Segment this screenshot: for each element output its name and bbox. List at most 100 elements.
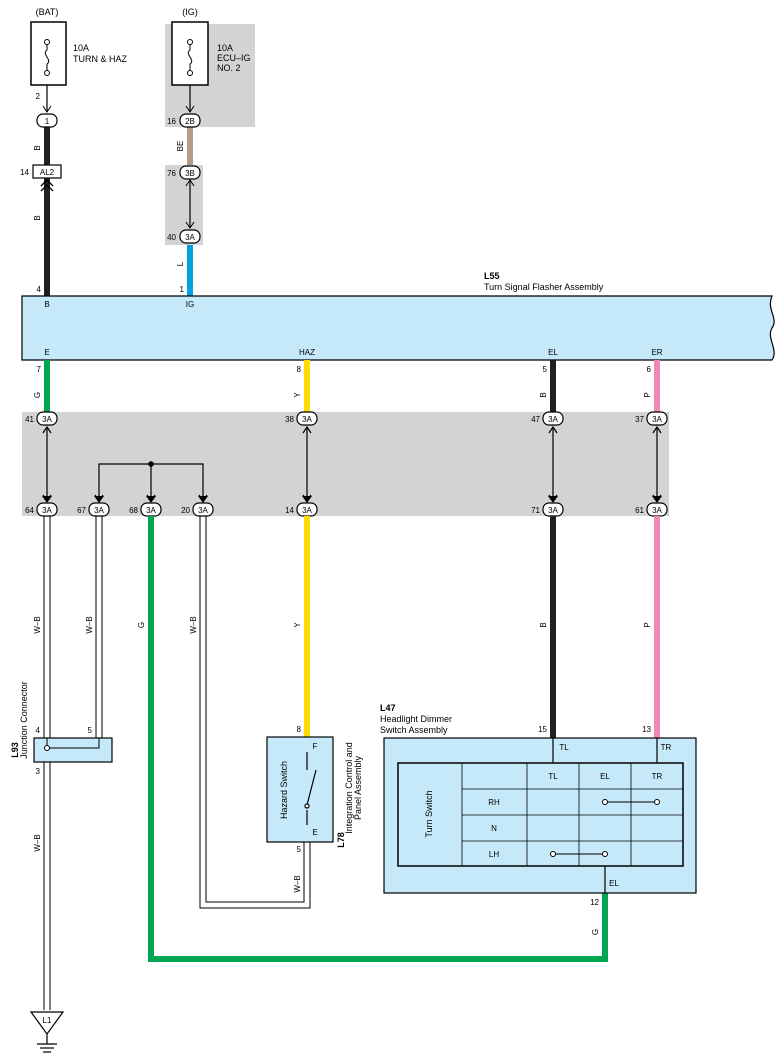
bat-fuse-amp: 10A <box>73 43 89 53</box>
table-row-rh: RH <box>488 798 500 807</box>
jb-bot-conn-14: 3A <box>302 506 312 515</box>
wire-label-61: P <box>643 622 652 627</box>
hazard-terminal-f: F <box>313 742 318 751</box>
ig-wire-label-2: L <box>176 261 185 266</box>
flasher-pin-haz: 8 <box>297 365 302 374</box>
al2-label: AL2 <box>40 168 55 177</box>
wire-label-el: B <box>539 392 548 397</box>
wire-label-71: B <box>539 622 548 627</box>
bat-connector <box>36 113 58 128</box>
bat-wire-label-2: B <box>33 215 42 220</box>
dimmer-terminal-el: EL <box>609 879 619 888</box>
bat-lead-arrow <box>42 105 52 113</box>
integration-panel-name-1: Integration Control and <box>344 742 354 834</box>
ig-source-label: (IG) <box>182 7 198 17</box>
jb-bot-pin-64: 64 <box>25 506 34 515</box>
junction-connector-pin-3: 3 <box>36 767 41 776</box>
bat-source-label: (BAT) <box>36 7 59 17</box>
dimmer-terminal-tr: TR <box>661 743 672 752</box>
dimmer-pin-tr: 13 <box>642 725 651 734</box>
bat-fuse-name: TURN & HAZ <box>73 54 128 64</box>
junction-connector-code: L93 <box>10 742 20 758</box>
table-row-lh: LH <box>489 850 499 859</box>
jb-bot-pin-14: 14 <box>285 506 294 515</box>
ig-inner-arrow-up <box>185 179 195 187</box>
wire-label-ground: W–B <box>33 834 42 851</box>
ig-connector-2b-label: 2B <box>185 117 195 126</box>
flasher-terminal-haz: HAZ <box>299 348 315 357</box>
jb-top-pin-38: 38 <box>285 415 294 424</box>
ig-wire-label-1: BE <box>176 141 185 152</box>
jb-bot-pin-61: 61 <box>635 506 644 515</box>
wire-67-wb <box>95 516 103 738</box>
flasher-terminal-er: ER <box>651 348 662 357</box>
ig-connector-3b-pin: 76 <box>167 169 176 178</box>
ig-connector-3b-label: 3B <box>185 169 195 178</box>
jb-top-conn-37: 3A <box>652 415 662 424</box>
jb-bot-conn-20: 3A <box>198 506 208 515</box>
flasher-terminal-ig: IG <box>186 300 194 309</box>
ig-fuse-amp: 10A <box>217 43 233 53</box>
continuity-lh <box>550 851 608 857</box>
bat-fuse-icon <box>44 39 50 76</box>
jb-bot-conn-68: 3A <box>146 506 156 515</box>
wire-label-68: G <box>137 622 146 628</box>
ig-connector-3a-pin: 40 <box>167 233 176 242</box>
jb-bot-conn-67: 3A <box>94 506 104 515</box>
dimmer-terminal-tl: TL <box>559 743 569 752</box>
junction-connector-dot <box>44 745 50 751</box>
ig-connector-3b <box>179 165 201 180</box>
jb-bot-pin-67: 67 <box>77 506 86 515</box>
turn-switch-grid <box>461 763 683 866</box>
ground-label: L1 <box>43 1016 52 1025</box>
wire-label-e: G <box>33 392 42 398</box>
flasher-pin-ig: 1 <box>180 285 185 294</box>
hazard-switch-name: Hazard Switch <box>279 761 289 819</box>
ig-fuse-icon <box>187 39 193 76</box>
junction-connector-pin-4: 4 <box>36 726 41 735</box>
table-header-tr: TR <box>652 772 663 781</box>
hazard-switch-contact <box>304 752 317 825</box>
integration-panel-code: L78 <box>336 832 346 848</box>
flasher-pin-el: 5 <box>543 365 548 374</box>
flasher-terminal-el: EL <box>548 348 558 357</box>
hazard-terminal-e: E <box>312 828 317 837</box>
ig-fuse-name-2: NO. 2 <box>217 63 241 73</box>
wire-68-g <box>148 516 608 962</box>
hazard-switch-body <box>266 736 334 843</box>
continuity-rh <box>602 799 660 805</box>
table-header-tl: TL <box>548 772 558 781</box>
ig-connector-3a <box>179 229 201 244</box>
turn-switch-name: Turn Switch <box>424 790 434 837</box>
jb-bot-pin-71: 71 <box>531 506 540 515</box>
jb-top-pin-37: 37 <box>635 415 644 424</box>
al2-connector <box>32 164 62 179</box>
turn-switch-table <box>397 762 684 867</box>
integration-panel-name-2: Panel Assembly <box>353 755 363 820</box>
jb-top-conn-47: 3A <box>548 415 558 424</box>
flasher-terminal-b: B <box>44 300 49 309</box>
dimmer-pin-el: 12 <box>590 898 599 907</box>
jb-bot-conn-61: 3A <box>652 506 662 515</box>
wire-label-haz: Y <box>293 392 302 398</box>
junction-splice-dot <box>148 461 154 467</box>
al2-chevron <box>40 179 54 192</box>
dimmer-pin-tl: 15 <box>538 725 547 734</box>
al2-pin: 14 <box>20 168 29 177</box>
wire-label-64: W–B <box>33 616 42 633</box>
bat-fuse-pin: 2 <box>36 92 41 101</box>
wire-64-wb <box>43 516 51 1010</box>
junction-connector-name: Junction Connector <box>19 681 29 759</box>
flasher-pin-er: 6 <box>647 365 652 374</box>
flasher-pin-e: 7 <box>37 365 42 374</box>
wire-label-20: W–B <box>189 616 198 633</box>
table-header-el: EL <box>600 772 610 781</box>
flasher-terminal-e: E <box>44 348 49 357</box>
ig-connector-3a-label: 3A <box>185 233 195 242</box>
jb-bot-conn-71: 3A <box>548 506 558 515</box>
jb-top-pin-47: 47 <box>531 415 540 424</box>
wire-label-67: W–B <box>85 616 94 633</box>
dimmer-name-1: Headlight Dimmer <box>380 714 452 724</box>
bat-connector-label: 1 <box>45 117 50 126</box>
